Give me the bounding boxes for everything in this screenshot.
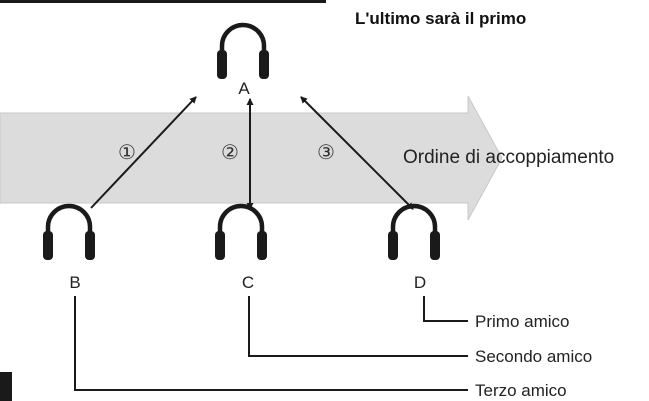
headphone-d-icon	[388, 206, 440, 260]
headphone-a-icon	[217, 25, 269, 79]
step-1-label: ①	[118, 140, 136, 164]
callout-third-friend: Terzo amico	[475, 381, 567, 400]
node-label-a: A	[238, 79, 250, 98]
callout-line-b	[74, 296, 468, 391]
callout-line-c	[248, 296, 468, 357]
pairing-order-label: Ordine di accoppiamento	[403, 147, 614, 168]
headphone-b-icon	[43, 206, 95, 260]
page-title: L'ultimo sarà il primo	[355, 9, 527, 28]
node-label-b: B	[69, 273, 80, 292]
callout-second-friend: Secondo amico	[475, 347, 592, 366]
pairing-arrow-a-d	[300, 96, 414, 210]
headphone-c-icon	[215, 206, 267, 260]
top-rule	[0, 0, 326, 3]
node-label-c: C	[242, 273, 254, 292]
callout-line-d	[423, 296, 468, 322]
step-2-label: ②	[221, 140, 239, 164]
pairing-arrow-b-to-a	[90, 96, 197, 209]
node-label-d: D	[414, 273, 426, 292]
corner-block	[0, 372, 12, 401]
callout-first-friend: Primo amico	[475, 312, 569, 331]
step-3-label: ③	[317, 140, 335, 164]
